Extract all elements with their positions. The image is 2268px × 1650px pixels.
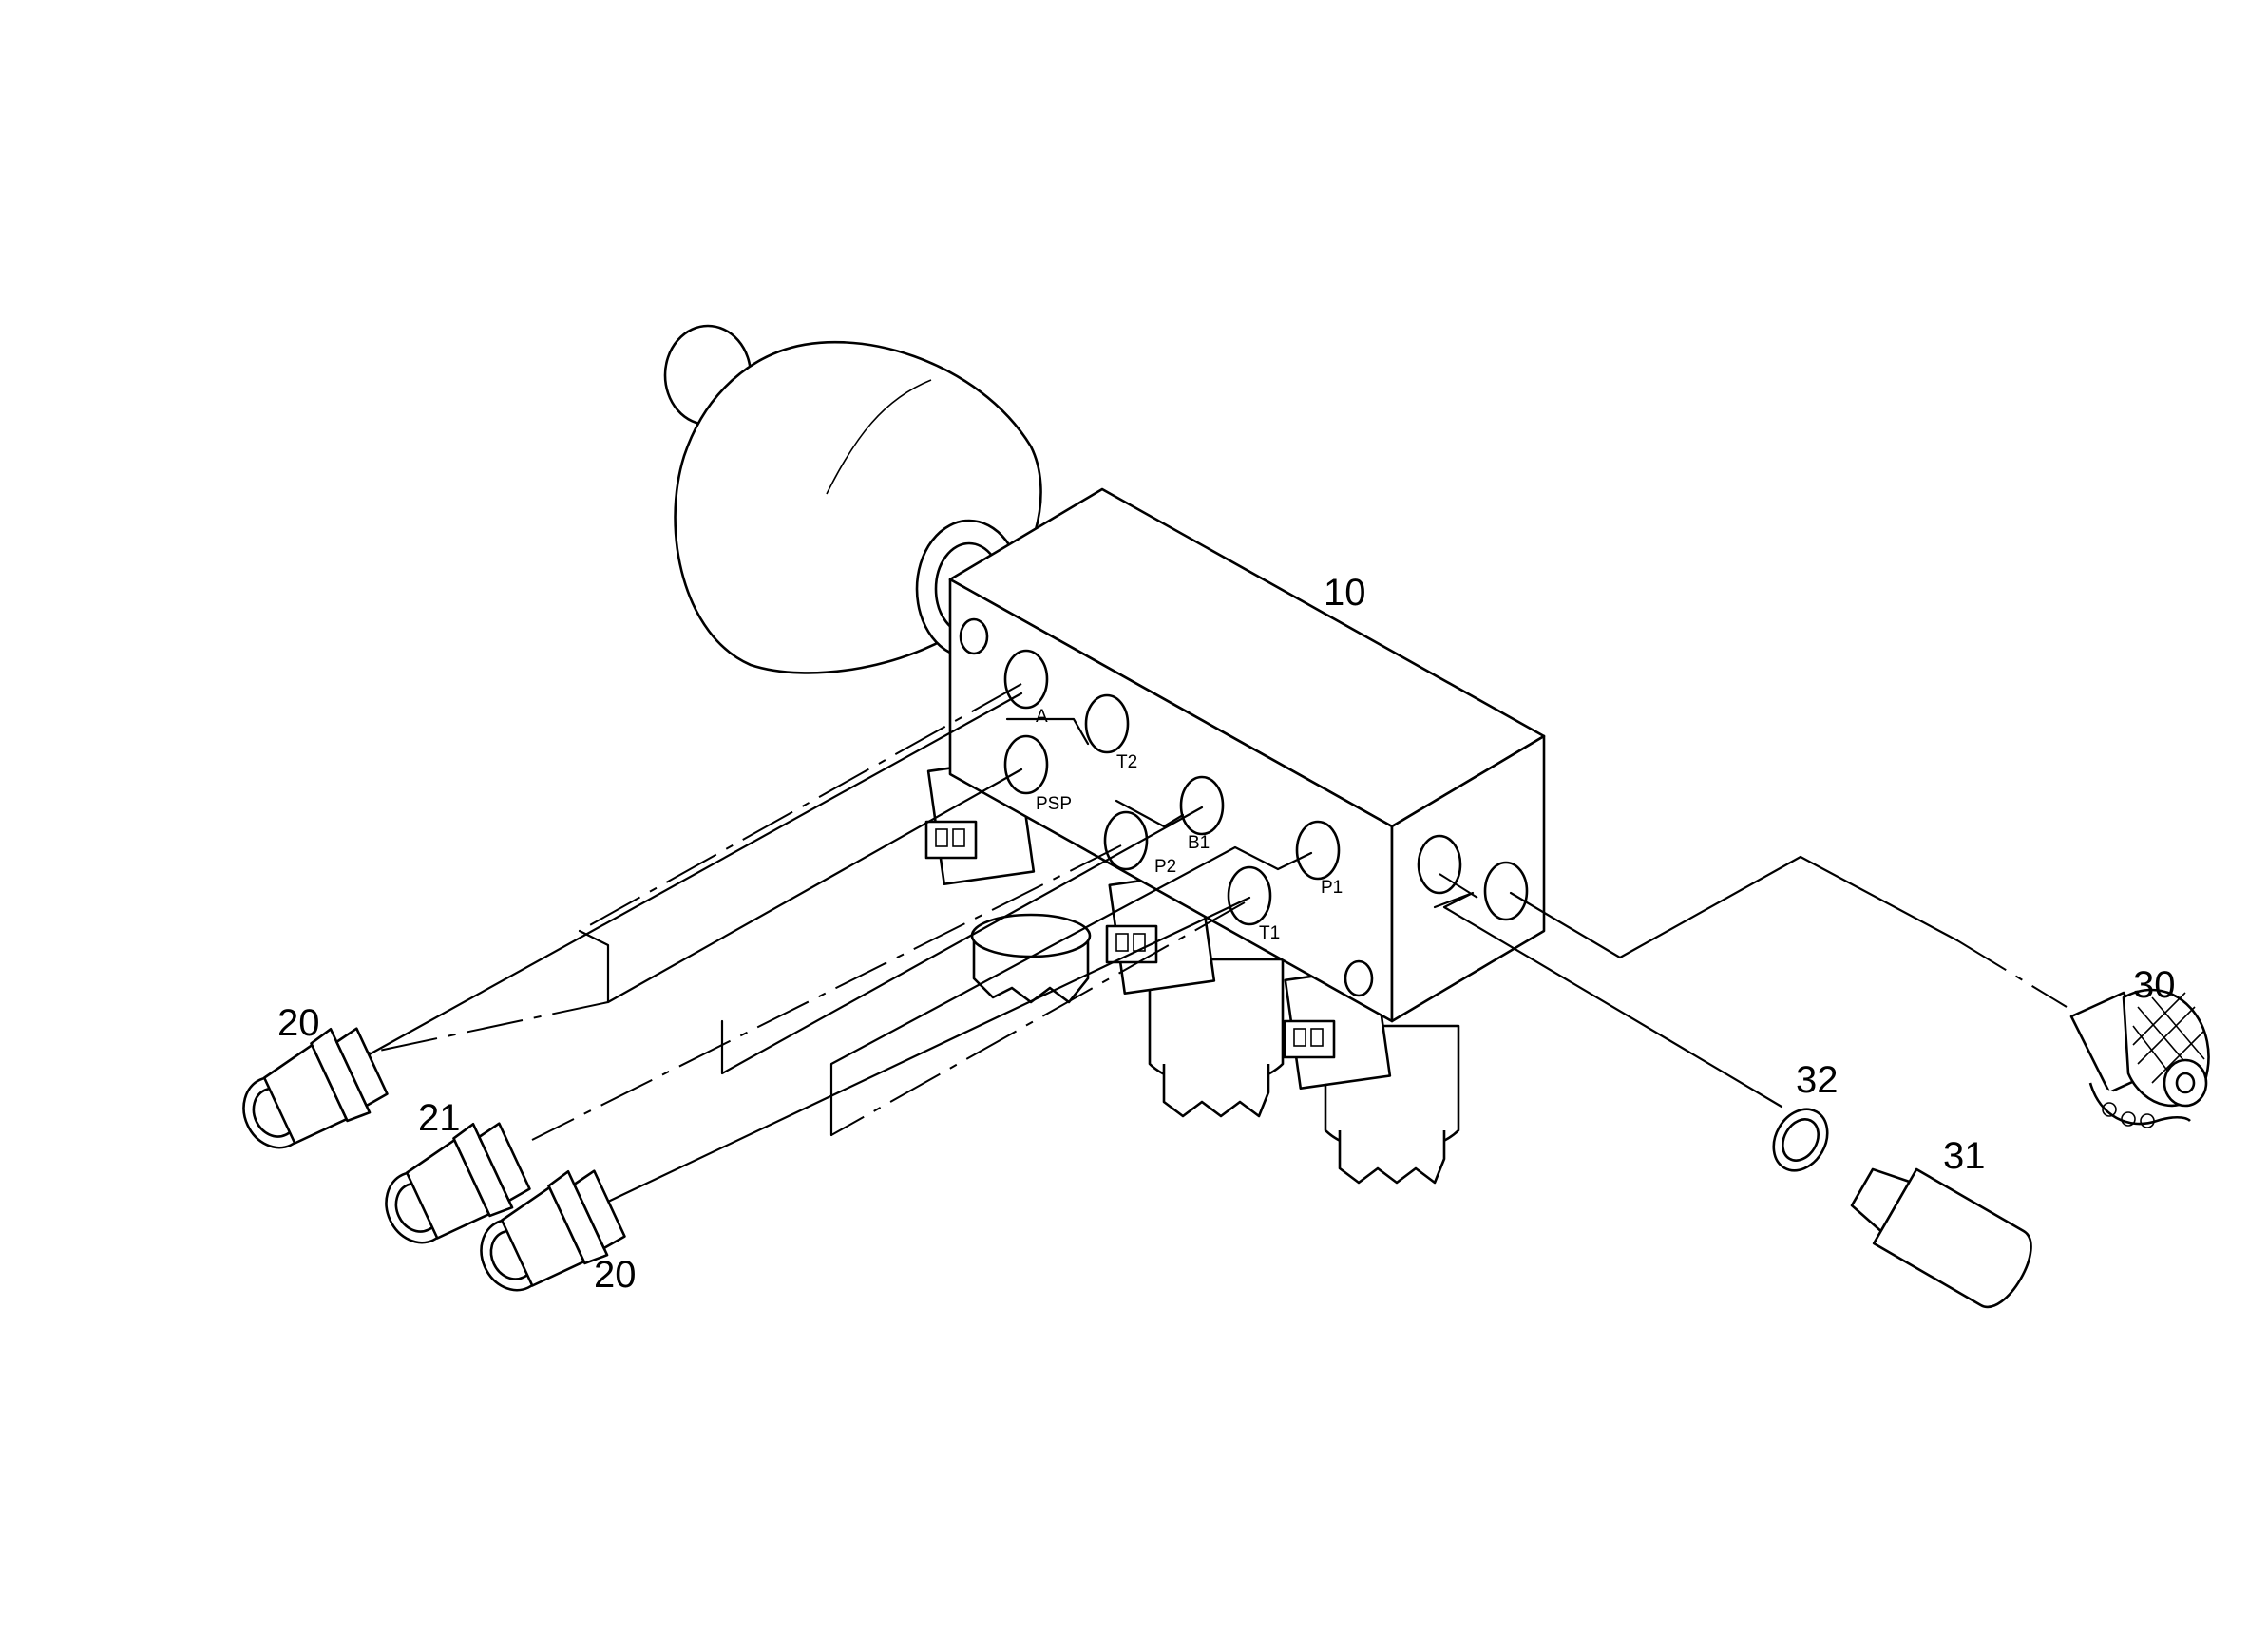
callout-30: 30 (2133, 964, 2176, 1006)
port-a-hole (1003, 649, 1049, 710)
port-label-t2: T2 (1116, 752, 1137, 772)
port-label-psp: PSP (1036, 794, 1072, 814)
port-psp-hole (1003, 734, 1049, 795)
port-label-a: A (1036, 707, 1048, 727)
valve-block (948, 487, 1546, 1023)
port-t1-hole (1227, 865, 1272, 926)
port-label-t1: T1 (1259, 923, 1280, 943)
port-t2-hole (1084, 693, 1130, 754)
port-p1-hole (1295, 820, 1341, 881)
fitting-20-top (242, 1027, 389, 1149)
fitting-20-bottom (480, 1169, 626, 1292)
callout-21: 21 (418, 1097, 461, 1139)
port-label-p2: P2 (1154, 857, 1176, 877)
callout-10: 10 (1324, 572, 1366, 614)
callout-20-top: 20 (277, 1002, 320, 1044)
solenoid-coils (970, 913, 1460, 1185)
seal-ring-32 (1772, 1108, 1829, 1172)
leader-lines (360, 683, 2068, 1204)
port-b1-hole (1179, 775, 1225, 836)
fitting-21 (385, 1122, 531, 1244)
callout-31: 31 (1943, 1135, 1986, 1177)
plug-31 (1850, 1167, 2032, 1309)
filter-connector-30 (2069, 988, 2210, 1128)
callout-20-bottom: 20 (594, 1254, 637, 1296)
callout-32: 32 (1796, 1059, 1839, 1101)
port-label-p1: P1 (1321, 878, 1343, 898)
port-label-b1: B1 (1188, 833, 1210, 853)
